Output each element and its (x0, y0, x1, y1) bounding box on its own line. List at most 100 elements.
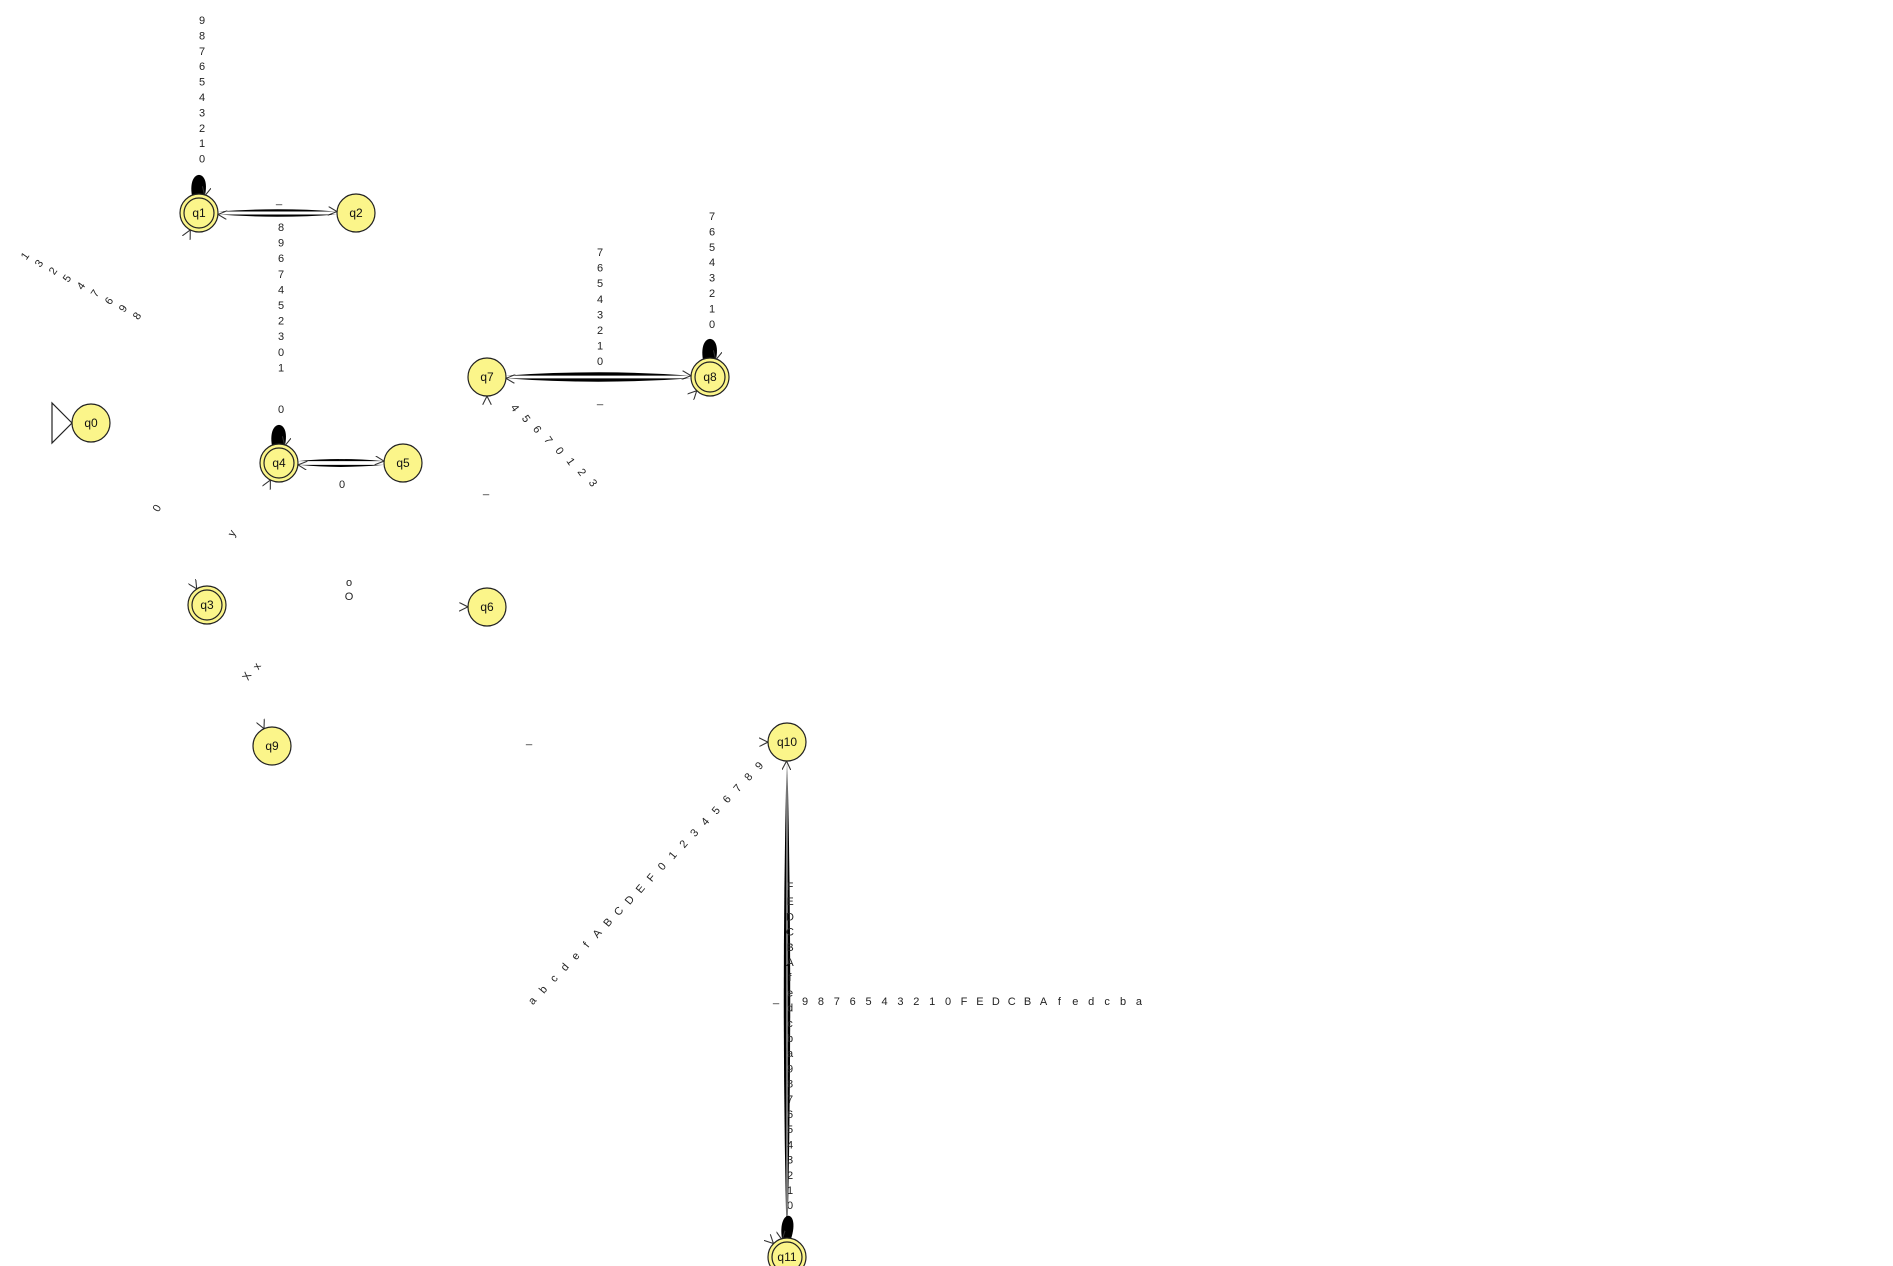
transition-label: b (1120, 996, 1126, 1008)
state-q2[interactable]: q2 (336, 193, 376, 233)
transition-label: 3 (33, 258, 46, 270)
edge-q3-q4 (216, 481, 270, 588)
transition-label: 9 (199, 15, 205, 27)
transition-label: 3 (688, 827, 701, 839)
edge-q11-q10 (784, 762, 787, 1239)
state-q8[interactable]: q8 (690, 357, 730, 397)
state-q6[interactable]: q6 (467, 587, 507, 627)
transition-label: d (559, 961, 572, 973)
transition-label: 4 (278, 284, 284, 296)
transition-label: 1 (667, 849, 680, 861)
final-state-ring (771, 1241, 803, 1266)
transition-label: 6 (850, 996, 856, 1008)
transition-label: 2 (199, 123, 205, 135)
state-q0[interactable]: q0 (71, 403, 111, 443)
transition-label: 1 (787, 1185, 793, 1197)
edge-q11-loop (781, 1215, 794, 1239)
state-label: q11 (777, 1250, 796, 1264)
transition-label: 3 (597, 309, 603, 321)
transition-label: 0 (597, 356, 603, 368)
transition-label: f (581, 939, 593, 950)
edge-q8-q7 (507, 378, 692, 381)
transition-label: 8 (278, 222, 284, 234)
state-circle (187, 585, 227, 625)
transition-label: A (1040, 996, 1048, 1008)
state-q3[interactable]: q3 (187, 585, 227, 625)
transition-label: 5 (519, 413, 532, 425)
transition-label: _ (338, 449, 346, 461)
transition-label: 3 (897, 996, 903, 1008)
transition-label: 0 (199, 154, 205, 166)
transition-label: 7 (834, 996, 840, 1008)
transition-label: c (548, 972, 561, 984)
final-state-ring (191, 589, 223, 621)
state-q5[interactable]: q5 (383, 443, 423, 483)
transition-label: 9 (787, 1063, 793, 1075)
transition-label: 7 (199, 46, 205, 58)
transition-label: 1 (199, 138, 205, 150)
transition-label: 3 (586, 477, 599, 489)
final-state-ring (263, 447, 295, 479)
state-circle (467, 587, 507, 627)
transition-label: 4 (699, 816, 712, 828)
transition-label: 8 (787, 1079, 793, 1091)
transition-label: _ (482, 484, 490, 496)
transition-label: 6 (709, 226, 715, 238)
edge-q8-loop (702, 339, 717, 360)
transition-label: o (346, 577, 352, 589)
transition-label: D (623, 893, 637, 907)
state-label: q2 (349, 206, 363, 220)
transition-label: A (591, 927, 605, 941)
transition-label: D (786, 911, 794, 923)
transition-label: 7 (787, 1094, 793, 1106)
state-q1[interactable]: q1 (179, 193, 219, 233)
edge-q3-q6 (226, 605, 467, 607)
transition-label: 4 (597, 294, 603, 306)
state-q4[interactable]: q4 (259, 443, 299, 483)
transition-label: O (345, 591, 354, 603)
transition-label: 6 (199, 61, 205, 73)
state-circle (179, 193, 219, 233)
transition-label: 5 (597, 278, 603, 290)
transition-label: 8 (818, 996, 824, 1008)
transition-label: 4 (199, 92, 205, 104)
transition-label: X (240, 670, 254, 683)
transition-label: 5 (709, 242, 715, 254)
transition-label: 8 (199, 30, 205, 42)
transition-label: 5 (61, 273, 74, 285)
state-label: q1 (192, 206, 206, 220)
state-q9[interactable]: q9 (252, 726, 292, 766)
transition-label: b (537, 984, 550, 996)
transition-label: _ (772, 993, 780, 1005)
state-label: q9 (265, 739, 279, 753)
transition-label: 4 (787, 1139, 793, 1151)
transition-label: 4 (881, 996, 887, 1008)
transition-label: c (787, 1018, 793, 1030)
transition-label: d (1088, 996, 1094, 1008)
transition-label: F (645, 871, 659, 884)
transition-label: 0 (709, 319, 715, 331)
final-state-ring (183, 197, 215, 229)
state-label: q5 (396, 456, 410, 470)
transition-label: E (634, 882, 648, 895)
transition-label: 9 (802, 996, 808, 1008)
state-q10[interactable]: q10 (767, 722, 807, 762)
transition-label: 7 (89, 288, 102, 300)
state-q7[interactable]: q7 (467, 357, 507, 397)
transition-label: 0 (787, 1200, 793, 1212)
state-circle (467, 357, 507, 397)
state-q11[interactable]: q11 (767, 1237, 807, 1266)
state-label: q7 (480, 370, 494, 384)
transition-label: a (526, 994, 540, 1007)
transition-label: 1 (597, 341, 603, 353)
edge-q2-q1 (219, 214, 338, 216)
transition-label: 3 (709, 273, 715, 285)
transition-label: 6 (278, 253, 284, 265)
transition-label: 6 (530, 424, 543, 436)
transition-label: D (992, 996, 1000, 1008)
transition-label: 2 (278, 316, 284, 328)
transition-label: f (788, 972, 792, 984)
edge-q1-loop (191, 175, 206, 196)
transition-label: C (1008, 996, 1016, 1008)
